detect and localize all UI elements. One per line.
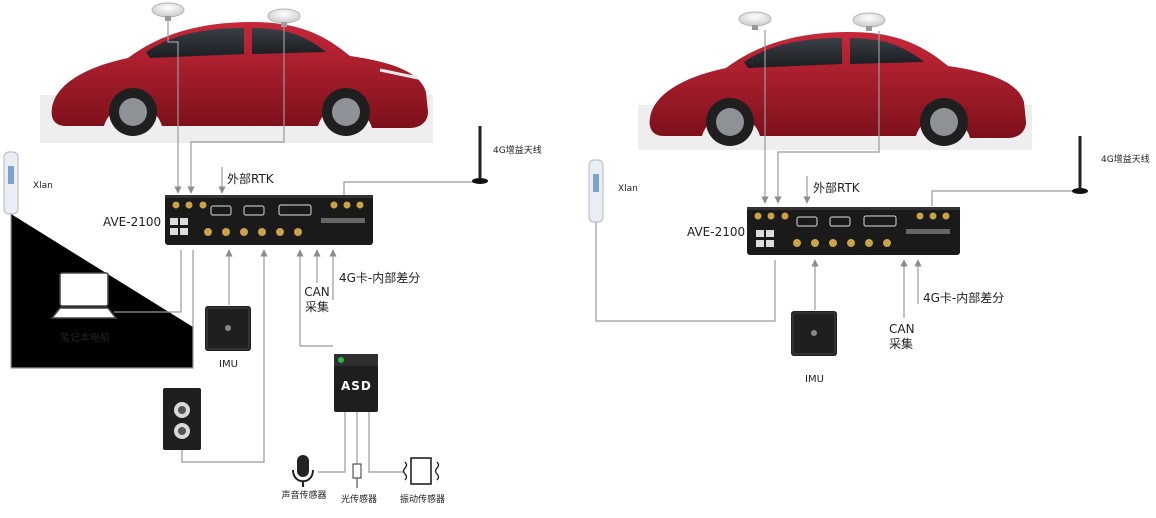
trigger-cable <box>181 249 268 463</box>
xlan-cable <box>595 222 776 322</box>
can-label-right: CAN采集 <box>889 322 915 351</box>
antenna-label-right: 4G增益天线 <box>1101 155 1150 165</box>
vibration-sensor-label: 振动传感器 <box>400 495 446 505</box>
device-name-left: AVE-2100 <box>103 215 162 229</box>
imu-label-left: IMU <box>219 359 238 370</box>
vibration-sensor-icon <box>402 457 440 485</box>
car-right <box>638 32 1032 150</box>
lte-label-left: 4G卡-内部差分 <box>339 271 421 285</box>
imu-icon <box>791 311 837 356</box>
gnss-antenna-icon <box>738 11 772 30</box>
antenna-label-left: 4G增益天线 <box>493 146 542 156</box>
imu-icon <box>205 306 251 351</box>
antenna-cables <box>761 30 1072 206</box>
imu-label-right: IMU <box>805 374 824 385</box>
asd-box-icon <box>334 354 378 412</box>
car-left <box>40 22 433 143</box>
rtk-label-right: 外部RTK <box>813 181 860 195</box>
laptop-icon <box>50 272 118 319</box>
sensor-cables <box>318 412 404 473</box>
diagram-right <box>588 11 1088 356</box>
trigger-panel-icon <box>163 388 201 450</box>
light-sensor-label: 光传感器 <box>341 495 378 505</box>
device-ave2100 <box>165 195 373 245</box>
gnss-antenna-icon <box>852 12 886 31</box>
microphone-icon <box>292 455 314 487</box>
diagram-left <box>3 2 488 488</box>
asd-label: ASD <box>341 379 372 393</box>
xlan-antenna-icon <box>588 159 604 223</box>
antenna-cables <box>167 21 477 196</box>
device-name-right: AVE-2100 <box>687 225 746 239</box>
gnss-antenna-icon <box>151 2 185 21</box>
xlan-label-left: Xlan <box>33 181 53 191</box>
light-sensor-icon <box>352 463 362 488</box>
can-label-left: CAN采集 <box>304 285 330 314</box>
xlan-cable <box>10 214 194 369</box>
xlan-label-right: Xlan <box>618 184 638 194</box>
lte-antenna-icon <box>472 126 488 184</box>
lte-antenna-icon <box>1072 136 1088 194</box>
gnss-antenna-icon <box>267 8 301 27</box>
laptop-label: 笔记本电脑 <box>60 333 110 344</box>
sound-sensor-label: 声音传感器 <box>281 491 327 501</box>
device-ave2100 <box>747 207 960 255</box>
laptop-cable <box>114 250 182 313</box>
rtk-label-left: 外部RTK <box>227 172 274 186</box>
lte-label-right: 4G卡-内部差分 <box>923 291 1005 305</box>
